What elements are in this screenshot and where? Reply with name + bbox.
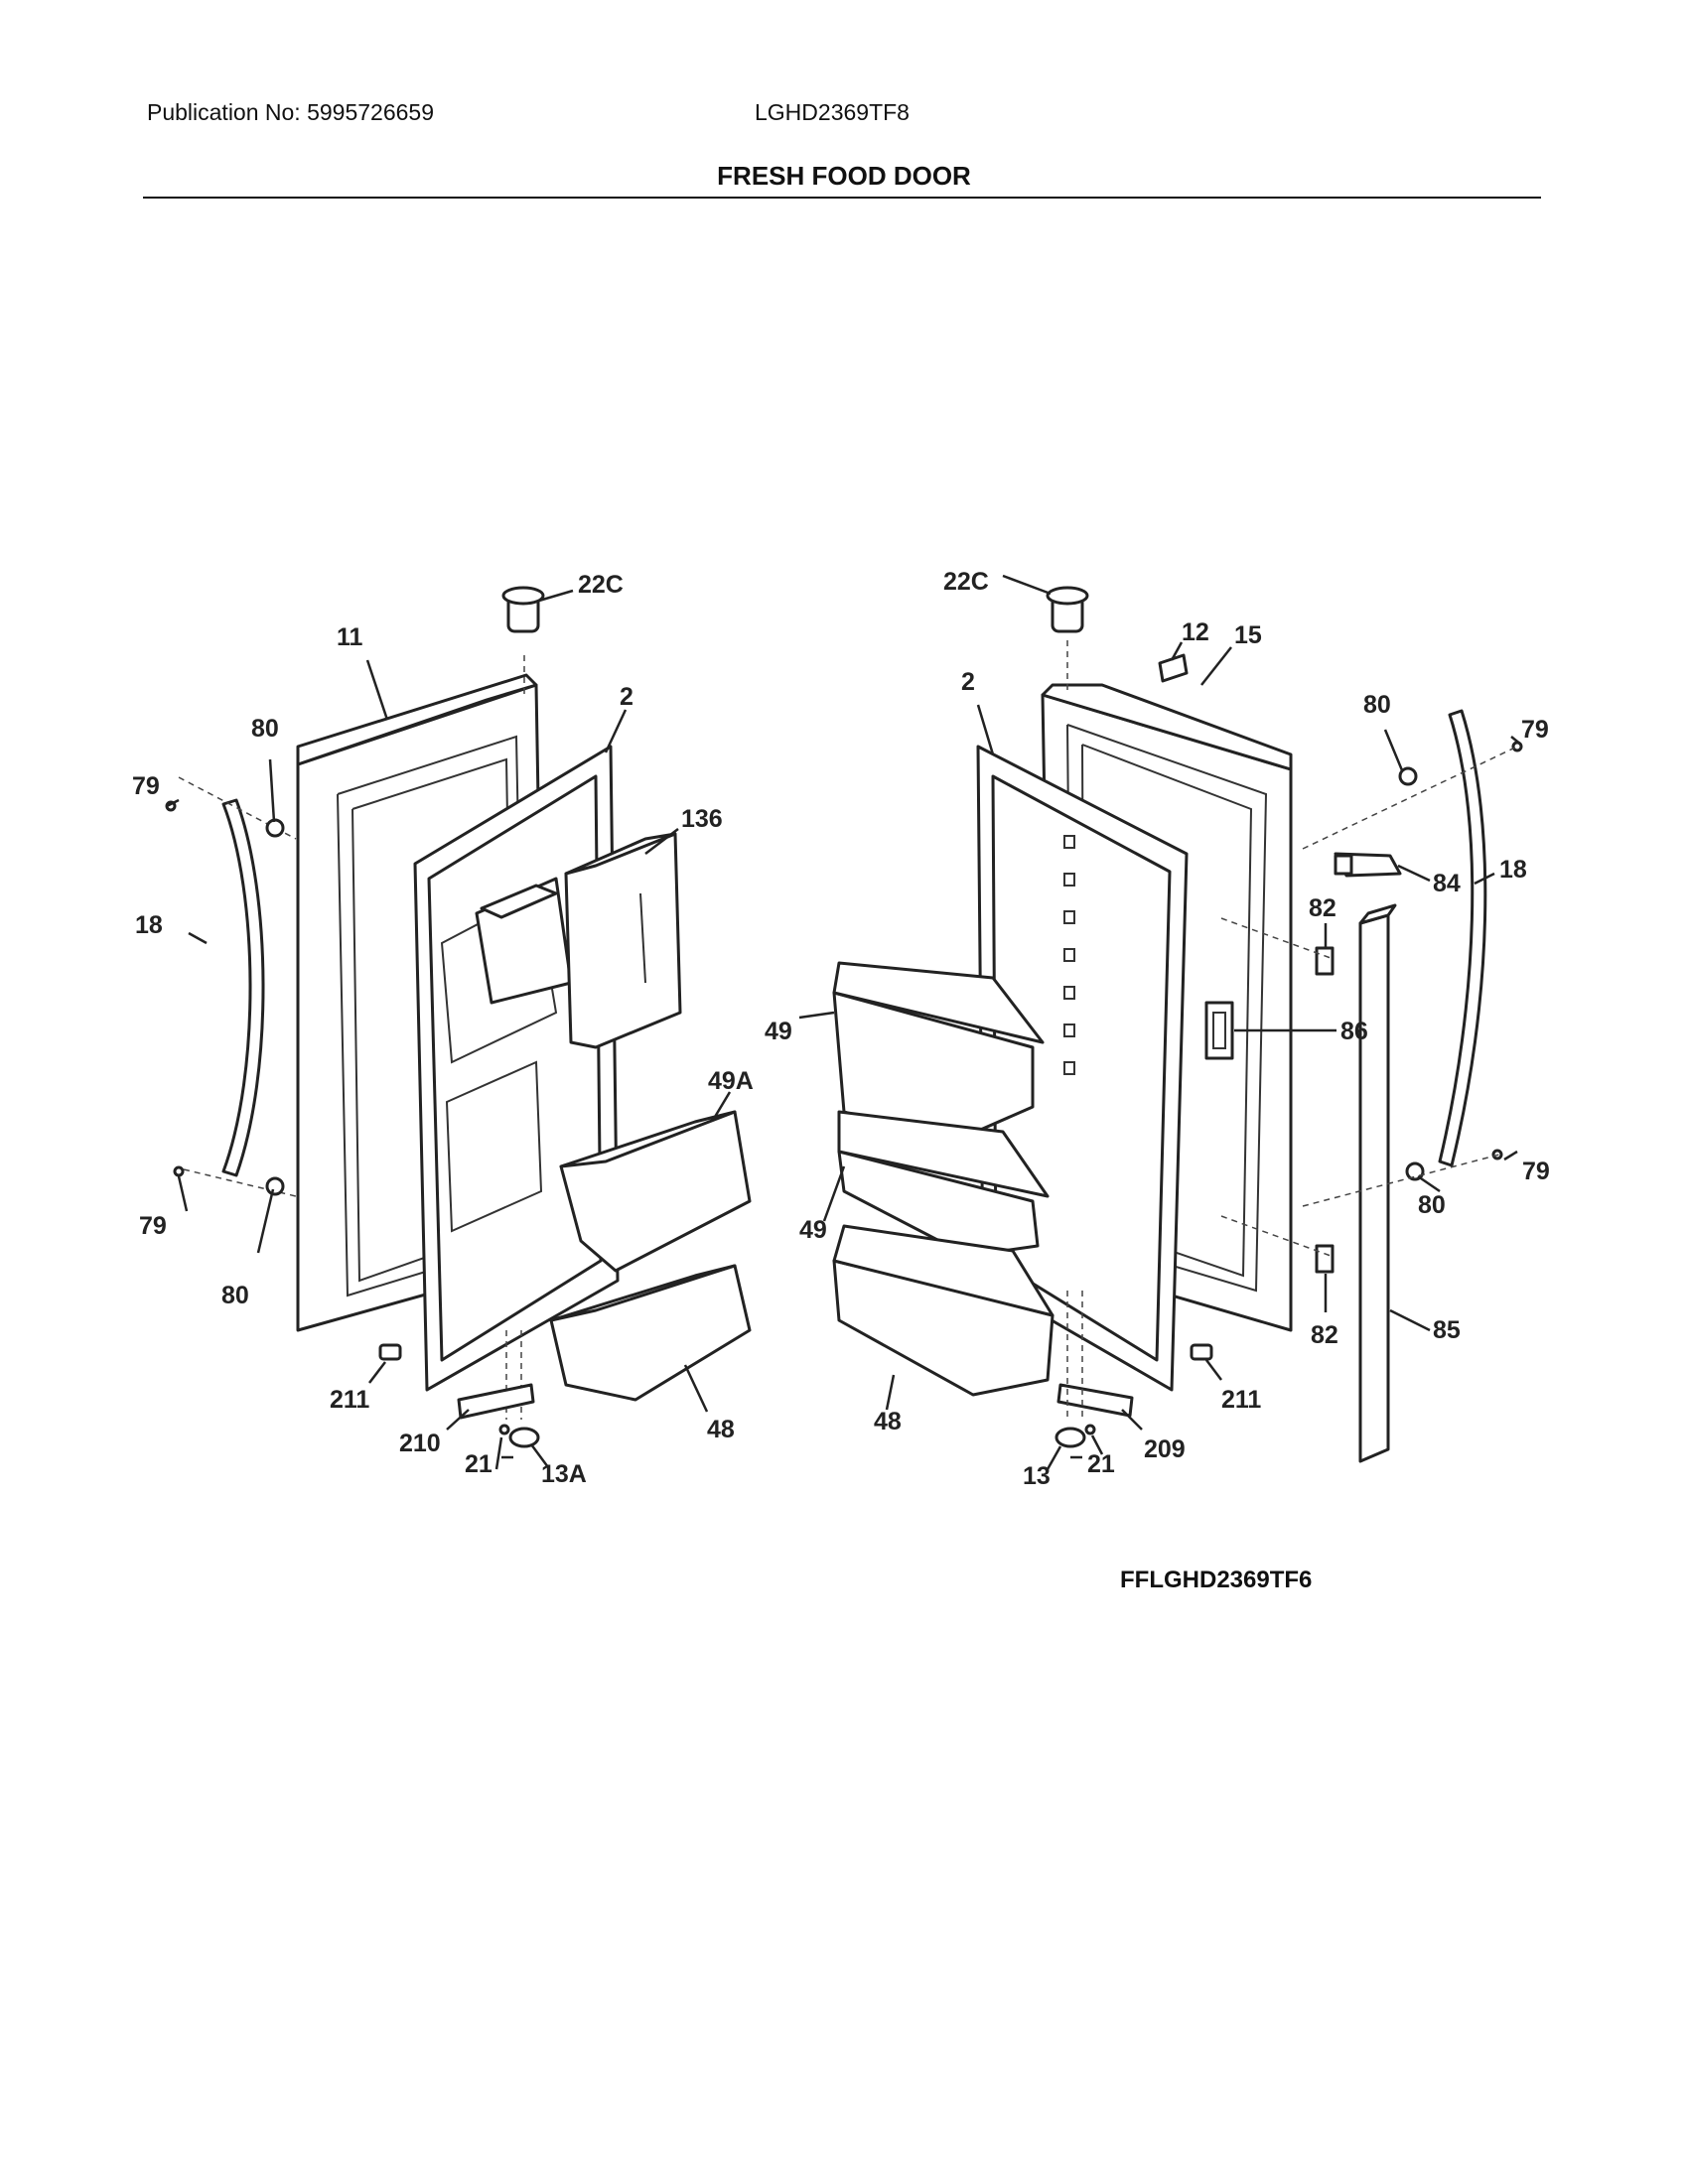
callout-21-right: 21 [1087,1450,1115,1478]
right-hinge-bracket-84 [1334,852,1402,878]
callout-80-lower-left: 80 [221,1282,249,1309]
left-handle-screws [165,800,285,1196]
callout-211-right: 211 [1221,1386,1261,1414]
callout-13a: 13A [541,1460,587,1488]
callout-12: 12 [1182,618,1209,646]
callout-15: 15 [1234,621,1262,649]
left-shim-211 [378,1343,402,1361]
left-dispenser-chute [475,877,573,1005]
right-dashed-mount-lines [1066,640,1518,1420]
left-bottom-hinge [457,1383,540,1448]
callout-79-lower-right: 79 [1522,1158,1550,1185]
right-guide-82-lower [1315,1244,1335,1274]
callout-79-upper-left: 79 [132,772,160,800]
callout-210: 210 [399,1430,441,1457]
callout-22c-left: 22C [578,571,624,599]
callout-84: 84 [1433,870,1461,897]
right-top-hinge-pin [1046,586,1089,633]
callout-80-lower-right: 80 [1418,1191,1446,1219]
callout-85: 85 [1433,1316,1461,1344]
callout-18-left: 18 [135,911,163,939]
left-top-hinge-pin [501,586,545,633]
callout-79-lower-left: 79 [139,1212,167,1240]
callout-48-left: 48 [707,1416,735,1443]
callout-211-left: 211 [330,1386,369,1414]
right-door-liner-dimples [1063,835,1075,1075]
callout-80-upper-right: 80 [1363,691,1391,719]
callout-86: 86 [1340,1018,1368,1045]
callout-79-upper-right: 79 [1521,716,1549,744]
callout-49-upper: 49 [765,1018,792,1045]
callout-49a: 49A [708,1067,754,1095]
callout-22c-right: 22C [943,568,989,596]
callout-48-right: 48 [874,1408,902,1435]
header-rule [143,197,1541,199]
callout-2-right: 2 [961,668,975,696]
right-door-bin-48 [832,1224,1055,1397]
right-handle [1438,709,1487,1167]
right-cap-12 [1158,653,1189,683]
right-guide-82-upper [1315,946,1335,976]
callout-11: 11 [337,623,363,651]
callout-82-lower: 82 [1311,1321,1338,1349]
publication-number: Publication No: 5995726659 [147,99,435,125]
figure-reference: FFLGHD2369TF6 [1120,1567,1313,1593]
right-shim-211 [1190,1343,1213,1361]
callout-80-upper-left: 80 [251,715,279,743]
callout-82-upper: 82 [1309,894,1336,922]
model-number: LGHD2369TF8 [755,99,910,125]
leader-lines [166,574,1522,1470]
callout-209: 209 [1144,1435,1186,1463]
callout-2-left: 2 [620,683,633,711]
right-door-sensor-86 [1204,1001,1234,1060]
right-mullion-85 [1358,903,1397,1463]
right-door-bin-49-lower [837,1110,1050,1258]
callout-21-left: 21 [465,1450,492,1478]
left-door-bin-49a [559,1110,752,1273]
callout-49-lower: 49 [799,1216,827,1244]
left-door-bin-136 [564,832,682,1049]
left-handle [221,798,265,1177]
callout-136: 136 [681,805,723,833]
right-door-bin-49-upper [832,961,1045,1144]
section-title: FRESH FOOD DOOR [717,161,971,191]
callout-18-right: 18 [1499,856,1527,884]
callout-13: 13 [1023,1462,1051,1490]
left-door-bin-48 [549,1264,752,1402]
right-bottom-hinge [1055,1383,1134,1448]
